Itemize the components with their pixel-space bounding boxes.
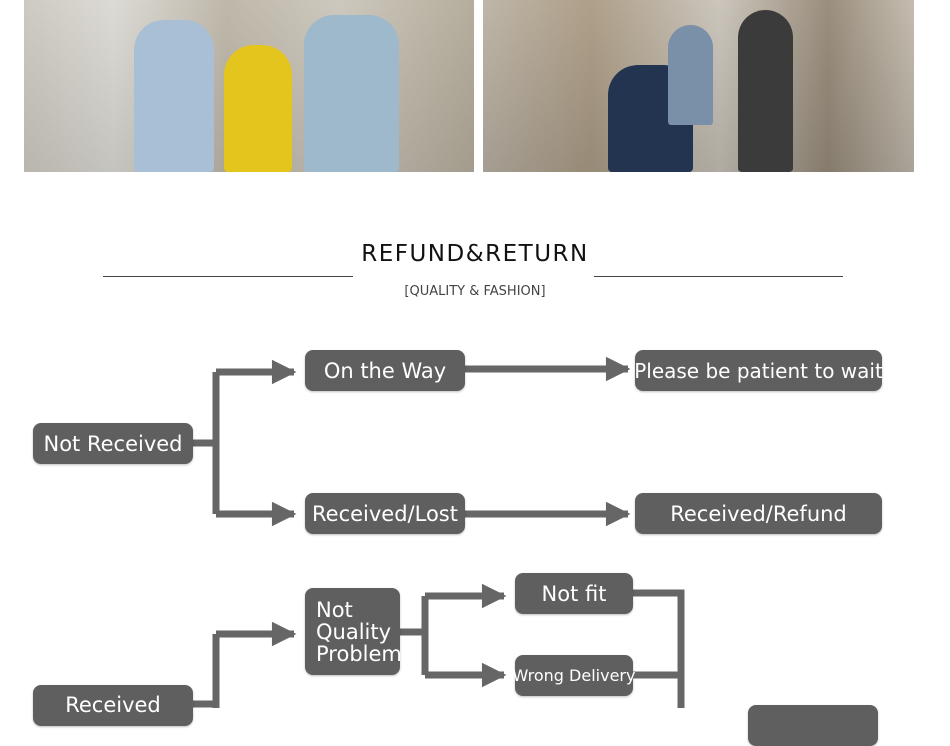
page-title: REFUND&RETURN: [361, 241, 589, 267]
connector-line: [633, 589, 685, 708]
flow-connectors: [193, 356, 685, 708]
trade-show-photo-right: [483, 0, 914, 172]
on-the-way-box: On the Way: [305, 350, 465, 391]
not-fit-box: Not fit: [515, 573, 633, 614]
received-lost-box: Received/Lost: [305, 493, 465, 534]
person-figure: [738, 10, 793, 172]
title-divider-right: [594, 276, 843, 277]
person-figure: [304, 15, 399, 172]
title-divider-left: [103, 276, 353, 277]
page-subtitle: [QUALITY & FASHION]: [404, 284, 546, 299]
person-figure: [224, 45, 292, 172]
next-step-box: [748, 705, 878, 746]
trade-show-photo-left: [24, 0, 474, 172]
received-refund-box: Received/Refund: [635, 493, 882, 534]
person-figure: [668, 25, 713, 125]
not-quality-problem-box: Not Quality Problem: [305, 588, 402, 675]
person-figure: [134, 20, 214, 172]
received-box: Received: [33, 685, 193, 726]
wrong-delivery-box: Wrong Delivery: [513, 655, 635, 696]
not-received-box: Not Received: [33, 423, 193, 464]
please-wait-box: Please be patient to wait: [634, 350, 883, 391]
